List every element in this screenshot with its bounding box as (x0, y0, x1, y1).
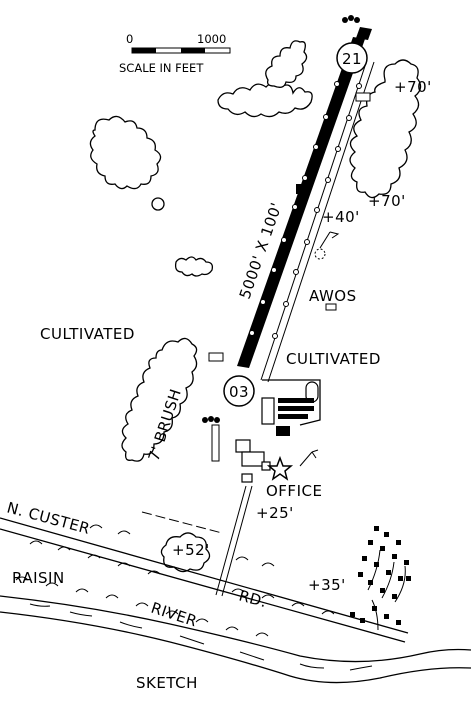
fence-line (141, 511, 223, 534)
runway-number-03: 03 (229, 383, 249, 401)
scale-zero: 0 (126, 32, 133, 46)
office-star-icon (266, 455, 294, 481)
scale-max: 1000 (197, 32, 226, 46)
label-cultivated-west: CULTIVATED (40, 325, 135, 343)
residential-area (350, 526, 411, 631)
elevation-40: +40' (322, 208, 360, 226)
elevation-35: +35' (308, 576, 346, 594)
elevation-70-mid: +70' (368, 192, 406, 210)
label-river-2: RIVER (149, 599, 200, 631)
scale-caption: SCALE IN FEET (119, 61, 204, 75)
label-cultivated-east: CULTIVATED (286, 350, 381, 368)
label-road-rd: RD. (237, 586, 269, 611)
label-sketch: SKETCH (136, 674, 198, 692)
label-office: OFFICE (266, 482, 322, 500)
tree-cluster-south (160, 532, 211, 573)
tree-cluster-small (174, 256, 214, 277)
tree-cluster-top (217, 40, 313, 118)
raisin-river (0, 595, 471, 684)
tree-cluster-west (89, 115, 165, 211)
elevation-70-top: +70' (394, 78, 432, 96)
access-road (215, 485, 253, 597)
elevation-52: +52' (172, 541, 210, 559)
elevation-25: +25' (256, 504, 294, 522)
tree-line-ticks (15, 524, 335, 637)
runway-number-21: 21 (342, 50, 362, 68)
scale-bar: 0 1000 SCALE IN FEET (119, 32, 231, 75)
runway-end-03: 03 (223, 375, 255, 407)
runway-end-21: 21 (336, 42, 368, 74)
brush-area (121, 337, 198, 462)
tree-cluster-east (349, 59, 422, 199)
label-awos: AWOS (309, 287, 357, 305)
apron-buildings (235, 303, 337, 483)
runway (202, 15, 375, 462)
wind-indicator-icon (299, 231, 340, 467)
label-river-1: RAISIN (12, 569, 65, 587)
